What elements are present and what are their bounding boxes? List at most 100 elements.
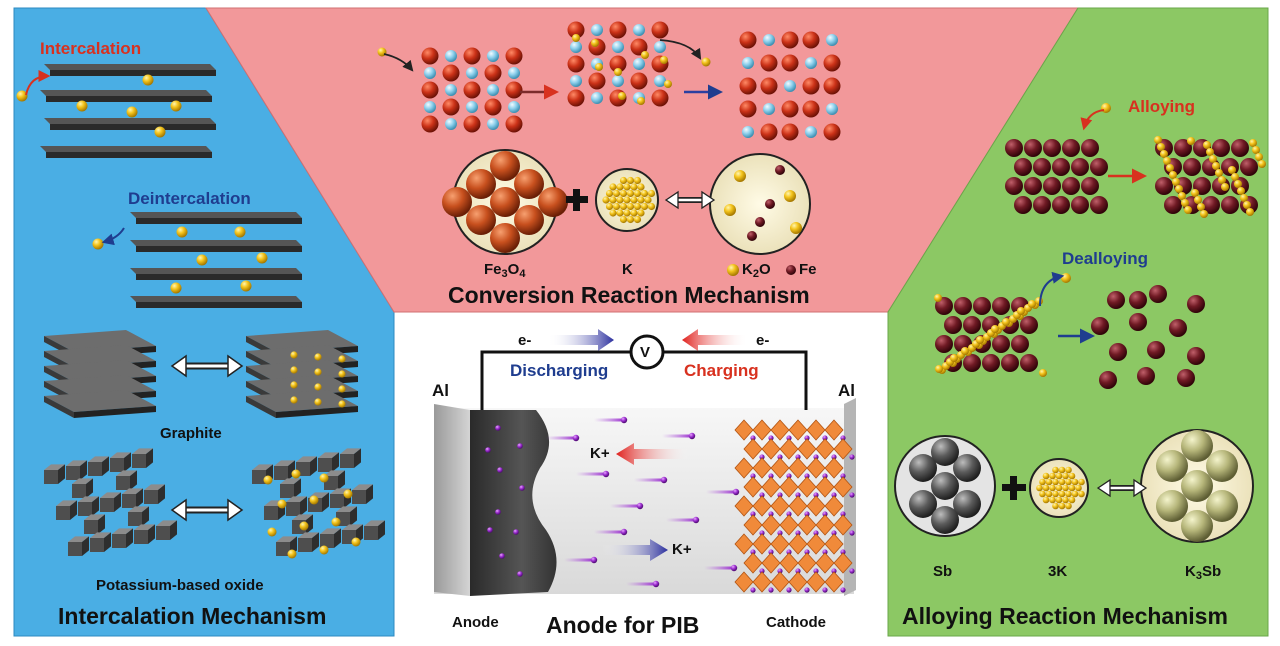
- al-left-label: Al: [432, 381, 449, 400]
- potassium-atom: [609, 196, 617, 204]
- potassium-atom: [614, 68, 622, 76]
- oxide-cube-front: [56, 506, 70, 520]
- oxide-cube-top: [324, 470, 345, 476]
- fe-legend-dot: [786, 265, 796, 275]
- ion-trail: [594, 418, 624, 422]
- potassium-atom: [1065, 502, 1072, 510]
- cathode-octahedron: [743, 476, 763, 498]
- sb-particle: [931, 472, 959, 500]
- potassium-atom: [1197, 203, 1205, 211]
- fe3o4-particle: [466, 169, 496, 199]
- discharge-electron-arrow: [548, 329, 614, 351]
- oxide-cube-front: [156, 526, 170, 540]
- cathode-octahedron: [824, 457, 844, 479]
- potassium-atom: [612, 202, 621, 211]
- potassium-atom: [1228, 166, 1236, 174]
- k-ion: [636, 502, 644, 510]
- potassium-atom: [1052, 478, 1059, 486]
- oxide-cube-top: [340, 448, 361, 454]
- oxygen-atom: [742, 57, 754, 69]
- potassium-atom: [1052, 502, 1059, 510]
- cathode-octahedron: [788, 457, 808, 479]
- k-ion: [786, 587, 792, 593]
- k-ion: [768, 587, 774, 593]
- potassium-atom: [619, 202, 628, 211]
- iron-oxide-atom: [421, 115, 439, 133]
- potassium-atom: [1065, 478, 1072, 486]
- potassium-atom: [154, 126, 166, 138]
- cathode-octahedron: [770, 457, 790, 479]
- potassium-atom: [1075, 484, 1082, 492]
- graphite-sheet: [130, 296, 302, 302]
- potassium-atom: [1035, 297, 1043, 305]
- conversion-double-arrow: [664, 190, 716, 210]
- potassium-atom: [664, 80, 672, 88]
- plus-sign-conversion: [566, 189, 588, 211]
- deintercalation-label: Deintercalation: [128, 189, 251, 208]
- sb-atom: [1169, 319, 1187, 337]
- k-ion: [840, 549, 846, 555]
- potassium-atom: [1002, 318, 1010, 326]
- oxide-cube-front: [134, 530, 148, 544]
- k3sb-particle: [1156, 490, 1188, 522]
- k-ion: [813, 568, 819, 574]
- potassium-atom: [1255, 153, 1263, 161]
- cathode-octahedron: [770, 571, 790, 593]
- k-ion: [795, 530, 801, 536]
- oxygen-atom: [445, 50, 457, 62]
- sb-atom: [1149, 285, 1167, 303]
- sb-atom: [1147, 341, 1165, 359]
- k3sb-particle: [1206, 490, 1238, 522]
- intercalation-title: Intercalation Mechanism: [58, 603, 327, 629]
- k-ion: [517, 443, 523, 449]
- cathode-octahedron: [824, 571, 844, 593]
- oxide-cube-front: [132, 454, 146, 468]
- k-ion: [499, 553, 505, 559]
- oxide-cube-top: [100, 492, 121, 498]
- stack-layer-front: [276, 406, 358, 418]
- potassium-atom: [126, 106, 138, 118]
- oxide-cube-top: [72, 478, 93, 484]
- potassium-atom: [626, 215, 635, 224]
- cathode-octahedron: [806, 419, 826, 441]
- potassium-atom: [1068, 484, 1076, 492]
- oxide-cube-side: [148, 524, 155, 544]
- oxygen-atom: [612, 75, 624, 87]
- oxygen-atom: [633, 58, 645, 70]
- graphite-sheet: [130, 268, 302, 274]
- graphite-label: Graphite: [160, 425, 222, 442]
- k-ion: [831, 568, 837, 574]
- oxide-cube-top: [78, 496, 99, 502]
- fe3o4-label: Fe3O4: [484, 261, 526, 280]
- k-ion: [487, 527, 493, 533]
- external-circuit: [480, 350, 808, 410]
- oxygen-atom: [487, 118, 499, 130]
- k-ion: [519, 485, 525, 491]
- oxide-double-arrow: [170, 498, 244, 522]
- oxide-cube-side: [124, 452, 131, 472]
- iron-atom: [823, 77, 841, 95]
- potassium-atom: [991, 325, 999, 333]
- k-ion: [822, 435, 828, 441]
- oxide-cube-side: [98, 514, 105, 534]
- potassium-atom: [660, 56, 668, 64]
- k-ion: [513, 529, 519, 535]
- oxide-cube-front: [68, 542, 82, 556]
- graphite-sheet-edge: [136, 218, 302, 224]
- oxide-cube-top: [116, 470, 137, 476]
- potassium-atom: [605, 202, 614, 211]
- potassium-atom: [314, 383, 322, 391]
- sb-atom: [1005, 177, 1023, 195]
- oxide-cube-top: [330, 488, 351, 494]
- kplus-top-label: K+: [590, 445, 610, 462]
- oxide-cube-front: [84, 520, 98, 534]
- oxide-cube-side: [350, 506, 357, 526]
- oxide-blocks: [44, 448, 385, 559]
- sb-particle: [953, 490, 981, 518]
- conversion-title: Conversion Reaction Mechanism: [448, 282, 810, 308]
- sb-atom: [1052, 158, 1070, 176]
- cathode-octahedron: [761, 552, 781, 574]
- potassium-atom: [976, 336, 984, 344]
- k-ion: [732, 488, 740, 496]
- potassium-atom: [1200, 210, 1208, 218]
